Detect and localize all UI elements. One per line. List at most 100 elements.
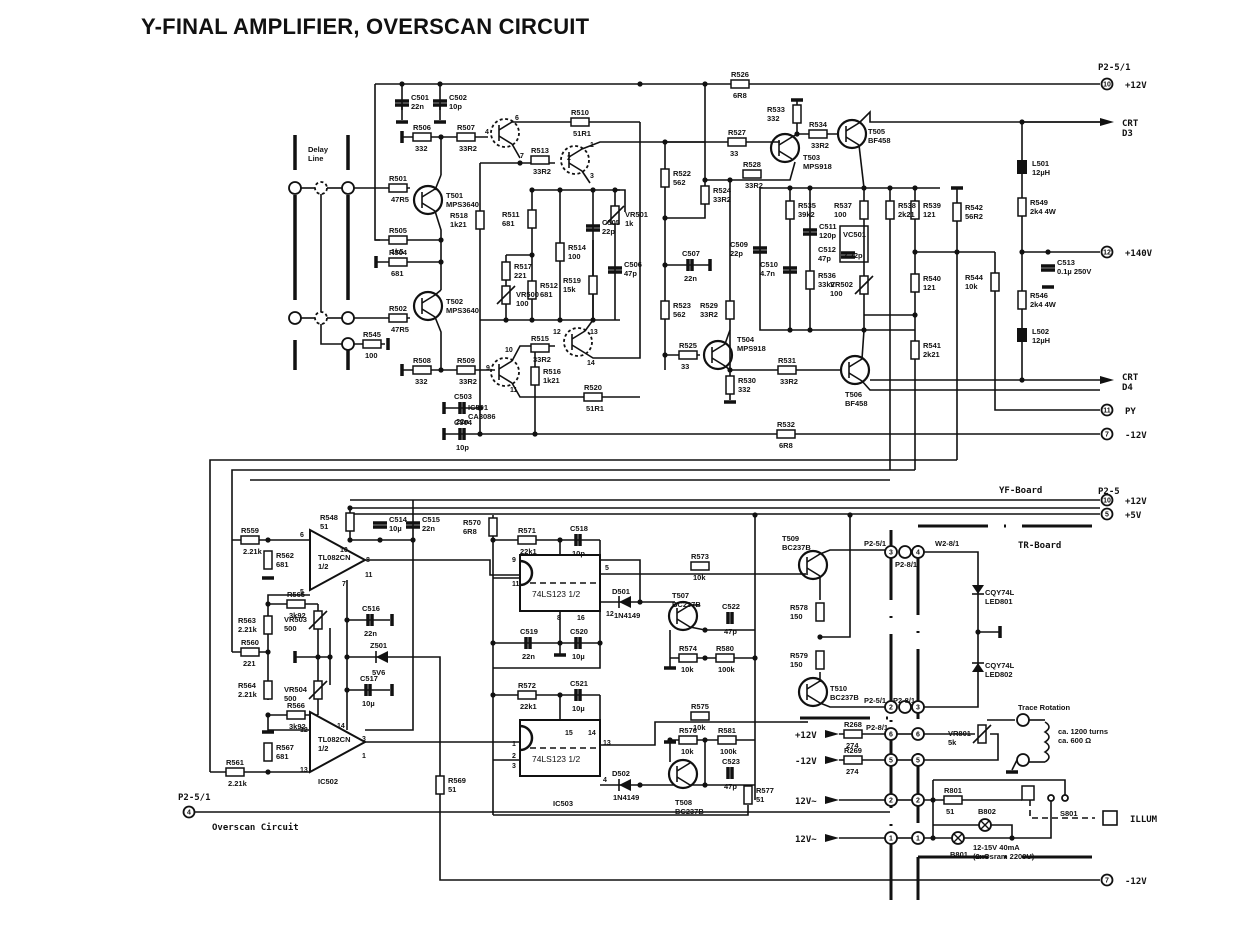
value-c519: 22n bbox=[522, 652, 535, 661]
transistor-t503 bbox=[769, 132, 801, 164]
resistor-r508 bbox=[412, 365, 432, 375]
ref-c509: C509 bbox=[730, 240, 748, 249]
junction-dot bbox=[1019, 377, 1025, 383]
ref-r519: R519 bbox=[563, 276, 581, 285]
value-r563: 2.21k bbox=[238, 625, 258, 634]
resistor-r513 bbox=[530, 155, 550, 165]
ref-r514: R514 bbox=[568, 243, 587, 252]
wire bbox=[861, 380, 1100, 391]
connector-ring bbox=[341, 337, 355, 351]
page-title: Y-FINAL AMPLIFIER, OVERSCAN CIRCUIT bbox=[141, 14, 590, 39]
ref-r506: R506 bbox=[413, 123, 431, 132]
ref-r545: R545 bbox=[363, 330, 381, 339]
pin-5: 5 bbox=[300, 589, 304, 596]
value-r531: 33R2 bbox=[780, 377, 798, 386]
trace-rotation-coil bbox=[1043, 721, 1050, 763]
value-vr503: 500 bbox=[284, 624, 297, 633]
value-r512: 681 bbox=[540, 290, 553, 299]
ref-r542: R542 bbox=[965, 203, 983, 212]
transistor-emitter bbox=[498, 135, 513, 145]
transistor-t507 bbox=[667, 600, 699, 632]
junction-dot bbox=[847, 512, 853, 518]
ref-r570: R570 bbox=[463, 518, 481, 527]
wire bbox=[231, 469, 915, 540]
junction-dot bbox=[954, 249, 960, 255]
junction-dot bbox=[930, 835, 936, 841]
pin-14: 14 bbox=[587, 360, 595, 367]
ref-r528: R528 bbox=[743, 160, 761, 169]
tr-board-label: TR-Board bbox=[1018, 541, 1061, 551]
connector-pin-number: 6 bbox=[916, 732, 920, 739]
wire bbox=[820, 515, 851, 638]
connector-ring bbox=[1016, 753, 1030, 767]
ic-74ls123-b-label: 74LS123 1/2 bbox=[532, 754, 580, 764]
value-t504: MPS918 bbox=[737, 344, 766, 353]
opamp-ic502a bbox=[309, 528, 368, 592]
transistor-emitter bbox=[421, 202, 436, 212]
wire bbox=[584, 122, 641, 359]
value-r533: 332 bbox=[767, 114, 780, 123]
value-r577: 51 bbox=[756, 795, 764, 804]
resistor-r529 bbox=[725, 300, 735, 320]
pin-4: 4 bbox=[603, 777, 607, 784]
plus5v-yf-label: +5V bbox=[1125, 511, 1142, 521]
input-arrow-icon bbox=[825, 730, 839, 738]
value-r559: 2.21k bbox=[243, 547, 263, 556]
ref-r530: R530 bbox=[738, 376, 756, 385]
ref-r572: R572 bbox=[518, 681, 536, 690]
resistor-r532 bbox=[776, 429, 796, 439]
junction-dot bbox=[490, 640, 496, 646]
ref-c507: C507 bbox=[682, 249, 700, 258]
pin-15: 15 bbox=[565, 730, 573, 737]
diode-z501 bbox=[376, 651, 388, 663]
ref-r520: R520 bbox=[584, 383, 602, 392]
ref-r529: R529 bbox=[700, 301, 718, 310]
value-vr500: 100 bbox=[516, 299, 529, 308]
coil-resistance-note: ca. 600 Ω bbox=[1058, 736, 1091, 745]
value-r569: 51 bbox=[448, 785, 456, 794]
pin-1: 1 bbox=[512, 741, 516, 748]
transistor-collector bbox=[498, 360, 513, 370]
transistor-emitter bbox=[568, 162, 583, 172]
junction-dot bbox=[662, 352, 668, 358]
resistor-r539 bbox=[910, 200, 920, 220]
resistor-r579 bbox=[815, 650, 825, 670]
junction-dot bbox=[477, 431, 483, 437]
ref-r524: R524 bbox=[713, 186, 732, 195]
p2s1-overscan-label: P2-5/1 bbox=[178, 793, 211, 803]
ref-r531: R531 bbox=[778, 356, 796, 365]
resistor-r540 bbox=[910, 273, 920, 293]
value-c504: 10p bbox=[456, 443, 469, 452]
input-label-1: -12V bbox=[795, 757, 817, 767]
connector-pin bbox=[884, 727, 898, 741]
py-pin: 11 bbox=[1103, 408, 1111, 415]
pin-2: 2 bbox=[567, 155, 571, 162]
coil-turns-note: ca. 1200 turns bbox=[1058, 727, 1108, 736]
ic503-ref: IC503 bbox=[553, 799, 573, 808]
p2s1-top-label: P2-5/1 bbox=[1098, 63, 1131, 73]
transistor-t505 bbox=[836, 118, 868, 150]
resistor-r567 bbox=[263, 742, 273, 762]
value-r504: 681 bbox=[391, 269, 404, 278]
ref-r559: R559 bbox=[241, 526, 259, 535]
ref-r511: R511 bbox=[502, 210, 520, 219]
ref-c504: C504 bbox=[454, 418, 473, 427]
resistor-r549 bbox=[1017, 197, 1027, 217]
ref-r540: R540 bbox=[923, 274, 941, 283]
lamp-rating-note: 12-15V 40mA bbox=[973, 843, 1020, 852]
inductor-l501 bbox=[1017, 160, 1027, 174]
plus12v-top-terminal bbox=[1100, 77, 1114, 91]
value-t509: BC237B bbox=[782, 543, 811, 552]
pin-12: 12 bbox=[553, 329, 561, 336]
led802-ref: LED802 bbox=[985, 670, 1013, 679]
value-r534: 33R2 bbox=[811, 141, 829, 150]
wire bbox=[267, 715, 310, 731]
resistor-r268 bbox=[843, 729, 863, 739]
pin-11: 11 bbox=[510, 387, 518, 394]
connector-pin bbox=[911, 793, 925, 807]
value-r575: 10k bbox=[693, 723, 706, 732]
input-label-0: +12V bbox=[795, 731, 817, 741]
resistor-r565 bbox=[286, 599, 306, 609]
resistor-r515 bbox=[530, 343, 550, 353]
resistor-r538 bbox=[885, 200, 895, 220]
